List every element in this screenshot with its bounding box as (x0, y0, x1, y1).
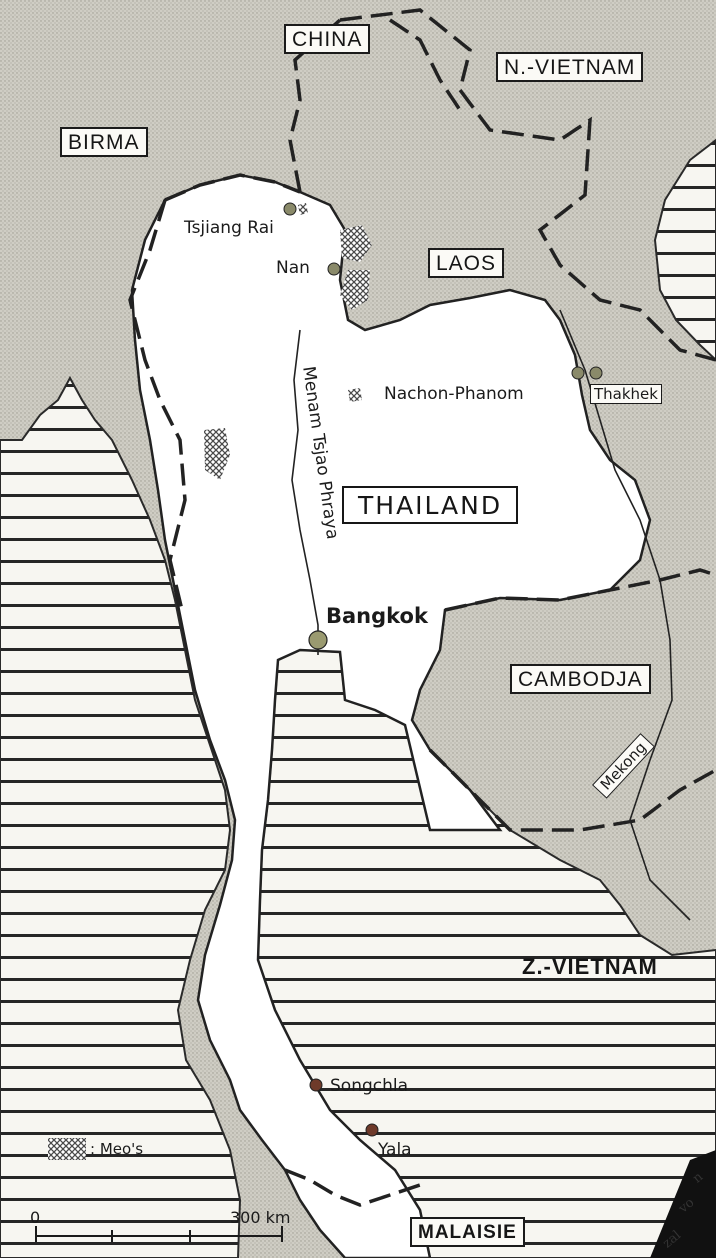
meo-region-2 (340, 270, 370, 310)
mekong-river (559, 309, 691, 921)
borders (128, 8, 716, 1207)
label-songkhla: Songchla (330, 1076, 409, 1096)
sea-east (653, 138, 716, 362)
label-china: CHINA (284, 24, 371, 54)
thailand-landmass (130, 173, 652, 1258)
legend-meo-label: : Meo's (90, 1140, 144, 1158)
label-nan: Nan (276, 258, 310, 278)
label-malaysia: MALAISIE (410, 1217, 525, 1247)
label-thakhek: Thakhek (590, 384, 662, 404)
legend-meo-swatch (48, 1138, 86, 1160)
scale-distance-label: 300 km (230, 1208, 291, 1227)
city-dot-thakhek (589, 366, 603, 380)
city-dot-nan (327, 262, 341, 276)
label-yala: Yala (378, 1140, 412, 1160)
meo-region-1 (340, 225, 372, 262)
meo-region-5 (298, 203, 308, 215)
city-dot-bangkok (308, 630, 328, 650)
label-cambodia: CAMBODJA (510, 664, 651, 694)
city-dot-nakhon-phanom (571, 366, 585, 380)
menam-river (291, 329, 319, 655)
label-north-vietnam: N.-VIETNAM (496, 52, 644, 82)
label-chiang-rai: Tsjiang Rai (184, 218, 274, 238)
label-burma: BIRMA (60, 127, 148, 157)
scale-bar (35, 1226, 283, 1242)
label-thailand: THAILAND (342, 486, 519, 524)
city-dot-songkhla (309, 1078, 323, 1092)
scale-zero-label: 0 (30, 1208, 41, 1227)
label-bangkok: Bangkok (326, 604, 428, 628)
city-dot-yala (365, 1123, 379, 1137)
label-nakhon-phanom: Nachon-Phanom (384, 384, 524, 404)
label-laos: LAOS (428, 248, 505, 278)
city-dot-chiang-rai (283, 202, 297, 216)
sea-andaman (0, 375, 242, 1258)
meo-region-4 (348, 388, 362, 402)
page-edge (650, 1150, 716, 1258)
meo-region-3 (204, 428, 230, 480)
label-south-vietnam: Z.-VIETNAM (522, 954, 658, 979)
